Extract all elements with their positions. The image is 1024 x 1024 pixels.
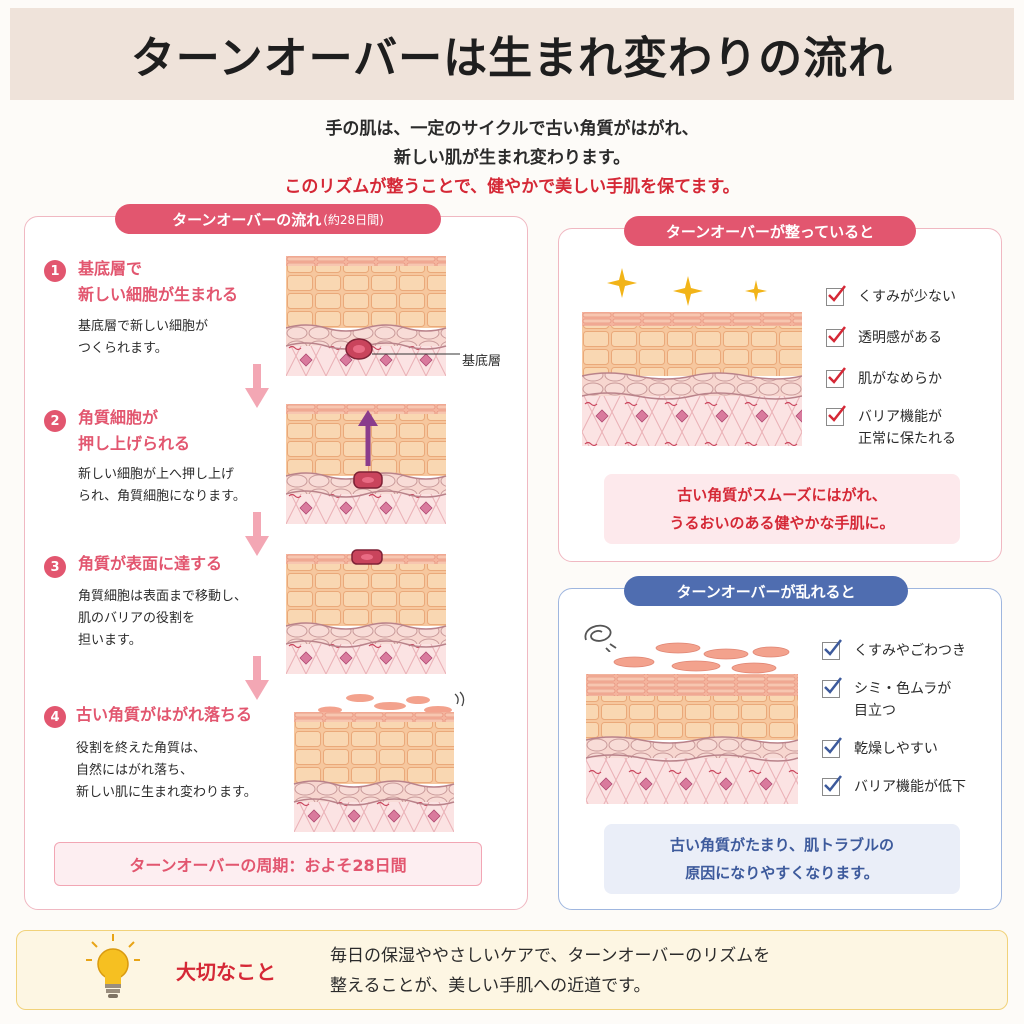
intro-line-2: 新しい肌が生まれ変わります。: [393, 148, 631, 168]
skin-diagram-step-2: [286, 404, 447, 525]
arrow-down-icon: [245, 364, 269, 408]
bad-item-label: バリア機能が低下: [854, 779, 966, 795]
step-2-title-1: 角質細胞が: [78, 408, 159, 427]
title-bar: ターンオーバーは生まれ変わりの流れ: [10, 8, 1014, 100]
arrow-up-icon: [358, 410, 378, 426]
step-1-title-2: 新しい細胞が生まれる: [78, 285, 239, 304]
step-2-title-2: 押し上げられる: [78, 434, 191, 453]
step-4-number: 4: [44, 706, 66, 728]
footer-line-2: 整えることが、美しい手肌への近道です。: [330, 976, 651, 996]
scribble-icon: [584, 624, 617, 652]
good-item-3: 肌がなめらか: [826, 367, 942, 390]
arrow-down-icon: [245, 512, 269, 556]
basal-label: 基底層: [462, 354, 502, 369]
bad-note-line-1: 古い角質がたまり、肌トラブルの: [670, 836, 894, 854]
bad-item-2-cont: 目立つ: [854, 703, 896, 719]
bad-note-line-2: 原因になりやすくなります。: [685, 864, 879, 882]
step-2-desc-2: られ、角質細胞になります。: [78, 489, 246, 504]
basal-pointer-line: [372, 353, 460, 355]
good-note-line-2: うるおいのある健やかな手肌に。: [669, 514, 895, 532]
step-1-title-1: 基底層で: [78, 259, 143, 278]
step-3-title-1: 角質が表面に達する: [78, 554, 223, 573]
step-2-desc-1: 新しい細胞が上へ押し上げ: [78, 467, 235, 482]
bad-note: 古い角質がたまり、肌トラブルの 原因になりやすくなります。: [604, 824, 960, 894]
checkbox-icon: [826, 405, 846, 426]
good-item-label: 肌がなめらか: [858, 371, 942, 387]
skin-diagram-healthy: [582, 312, 802, 447]
sparkle-icon: [607, 268, 767, 306]
step-1-desc-2: つくられます。: [78, 341, 168, 356]
good-note-line-1: 古い角質がスムーズにはがれ、: [677, 486, 887, 504]
cycle-box: ターンオーバーの周期：およそ28日間: [54, 842, 482, 886]
bad-item-1: くすみやごわつき: [822, 639, 966, 662]
step-4-desc-1: 役割を終えた角質は、: [76, 741, 207, 756]
step-3-desc-3: 担います。: [78, 633, 142, 648]
flow-heading: ターンオーバーの流れ(約28日間): [115, 204, 441, 234]
good-item-4-cont: 正常に保たれる: [858, 431, 956, 447]
footer-box: [16, 930, 1008, 1010]
checkbox-icon: [826, 285, 846, 306]
good-item-4: バリア機能が: [826, 405, 942, 428]
bad-heading: ターンオーバーが乱れると: [624, 576, 908, 606]
checkbox-icon: [822, 737, 842, 758]
bad-item-label: 乾燥しやすい: [854, 741, 938, 757]
step-4-title-1: 古い角質がはがれ落ちる: [76, 705, 253, 724]
bad-item-label: くすみやごわつき: [854, 643, 966, 659]
step-3-desc-1: 角質細胞は表面まで移動し、: [78, 589, 248, 604]
step-1-desc-1: 基底層で新しい細胞が: [78, 319, 209, 334]
skin-diagram-step-4: [293, 691, 465, 832]
flow-heading-sub: (約28日間): [323, 212, 384, 227]
skin-diagram-disrupted: [586, 642, 798, 804]
bad-item-3: 乾燥しやすい: [822, 737, 938, 760]
arrow-down-icon: [245, 656, 269, 700]
intro-line-1: 手の肌は、一定のサイクルで古い角質がはがれ、: [325, 119, 699, 139]
page-title: ターンオーバーは生まれ変わりの流れ: [130, 33, 894, 84]
bad-item-4: バリア機能が低下: [822, 775, 966, 798]
checkbox-icon: [826, 326, 846, 347]
good-note: 古い角質がスムーズにはがれ、 うるおいのある健やかな手肌に。: [604, 474, 960, 544]
flow-heading-text: ターンオーバーの流れ: [172, 210, 322, 229]
step-3-number: 3: [44, 556, 66, 578]
good-heading: ターンオーバーが整っていると: [624, 216, 916, 246]
step-4-desc-2: 自然にはがれ落ち、: [76, 763, 194, 778]
step-1-number: 1: [44, 260, 66, 282]
checkbox-icon: [822, 775, 842, 796]
footer-label: 大切なこと: [176, 960, 276, 984]
checkbox-icon: [826, 367, 846, 388]
good-item-1: くすみが少ない: [826, 285, 956, 308]
bad-item-2: シミ・色ムラが: [822, 677, 952, 700]
footer-line-1: 毎日の保湿ややさしいケアで、ターンオーバーのリズムを: [330, 946, 771, 966]
checkbox-icon: [822, 639, 842, 660]
checkbox-icon: [822, 677, 842, 698]
step-2-number: 2: [44, 410, 66, 432]
skin-diagram-step-3: [286, 549, 447, 674]
step-3-desc-2: 肌のバリアの役割を: [78, 611, 196, 626]
good-item-label: くすみが少ない: [858, 289, 956, 305]
intro-line-3: このリズムが整うことで、健やかで美しい手肌を保てます。: [284, 177, 740, 197]
bad-item-label: シミ・色ムラが: [854, 681, 952, 697]
skin-diagram-step-1: [286, 256, 447, 377]
good-item-2: 透明感がある: [826, 326, 942, 349]
good-item-label: バリア機能が: [858, 409, 942, 425]
good-item-label: 透明感がある: [858, 330, 942, 346]
step-4-desc-3: 新しい肌に生まれ変わります。: [76, 785, 257, 800]
lightbulb-icon: [86, 934, 140, 998]
